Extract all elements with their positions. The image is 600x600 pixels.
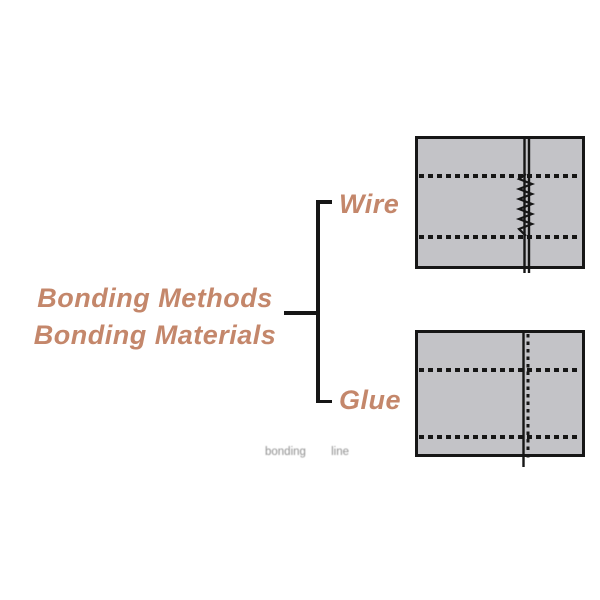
- bottom-caption: bonding line: [264, 446, 350, 458]
- glue-panel-rect: [415, 330, 585, 457]
- bonding-methods-label: Bonding Methods: [37, 283, 273, 313]
- bracket-vertical-line: [316, 200, 320, 403]
- bracket-bottom-stub: [316, 399, 332, 403]
- wire-bond-panel-diagram: [415, 136, 585, 273]
- glue-label: Glue: [339, 385, 402, 415]
- bonding-title-block: Bonding Methods Bonding Materials: [12, 280, 298, 354]
- wire-stitch-zigzag: [515, 173, 536, 237]
- wire-label: Wire: [339, 189, 400, 219]
- bracket-middle-stub: [284, 311, 319, 315]
- glue-bond-panel-diagram: [415, 330, 585, 467]
- wire-panel-rect: [415, 136, 585, 269]
- bracket-top-stub: [316, 200, 332, 204]
- bonding-materials-label: Bonding Materials: [33, 320, 277, 350]
